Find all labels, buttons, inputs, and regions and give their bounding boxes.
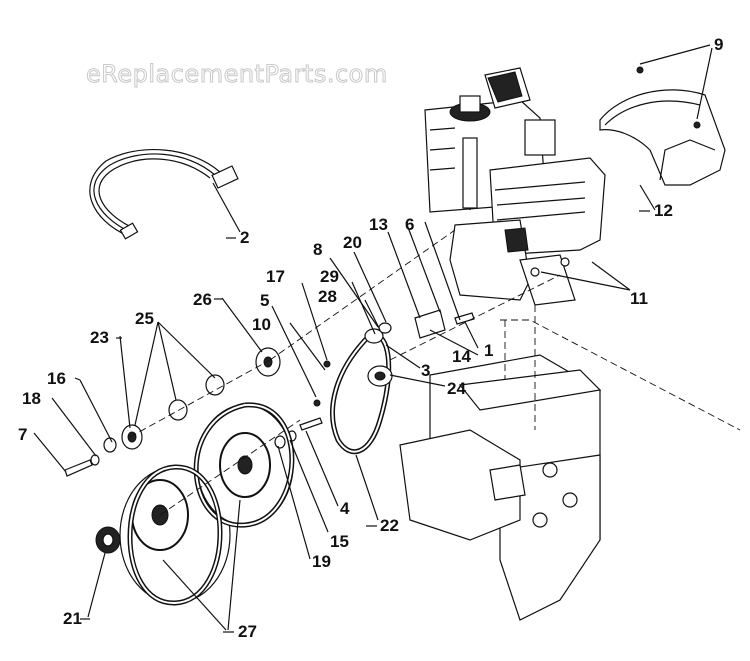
power-cord-part — [89, 148, 241, 240]
callout-7: 7 — [18, 425, 27, 444]
drive-pulleys — [64, 347, 323, 606]
callout-11: 11 — [630, 289, 648, 308]
label-dashes — [74, 210, 650, 633]
callout-1: 1 — [484, 341, 493, 360]
callout-4: 4 — [340, 499, 350, 518]
callout-3: 3 — [421, 361, 430, 380]
callout-18: 18 — [22, 389, 41, 408]
callout-27: 27 — [238, 622, 257, 641]
callout-24: 24 — [447, 379, 466, 398]
auger-belt-part — [313, 309, 475, 454]
callout-29: 29 — [320, 267, 339, 286]
callout-14: 14 — [452, 347, 471, 366]
callout-23: 23 — [90, 328, 109, 347]
callout-15: 15 — [330, 532, 349, 551]
callout-16: 16 — [47, 369, 66, 388]
callout-8: 8 — [313, 240, 322, 259]
callout-5: 5 — [260, 291, 269, 310]
callout-13: 13 — [369, 215, 388, 234]
callout-2: 2 — [240, 228, 249, 247]
callout-19: 19 — [312, 552, 331, 571]
callout-17: 17 — [266, 267, 285, 286]
callout-labels: 2 9 12 11 8 20 13 6 17 29 28 26 5 10 25 … — [18, 35, 723, 641]
watermark-text: eReplacementParts.com — [86, 60, 388, 88]
frame-part — [399, 305, 741, 621]
belt-cover-part — [599, 44, 726, 211]
callout-28: 28 — [318, 287, 337, 306]
callout-9: 9 — [714, 35, 723, 54]
engine-assembly — [424, 67, 606, 306]
callout-22: 22 — [380, 516, 399, 535]
callout-20: 20 — [343, 233, 362, 252]
callout-26: 26 — [193, 290, 212, 309]
callout-21: 21 — [63, 609, 82, 628]
callout-10: 10 — [252, 315, 271, 334]
leader-lines — [33, 221, 631, 631]
callout-25: 25 — [135, 309, 154, 328]
callout-6: 6 — [405, 215, 414, 234]
callout-12: 12 — [654, 201, 673, 220]
